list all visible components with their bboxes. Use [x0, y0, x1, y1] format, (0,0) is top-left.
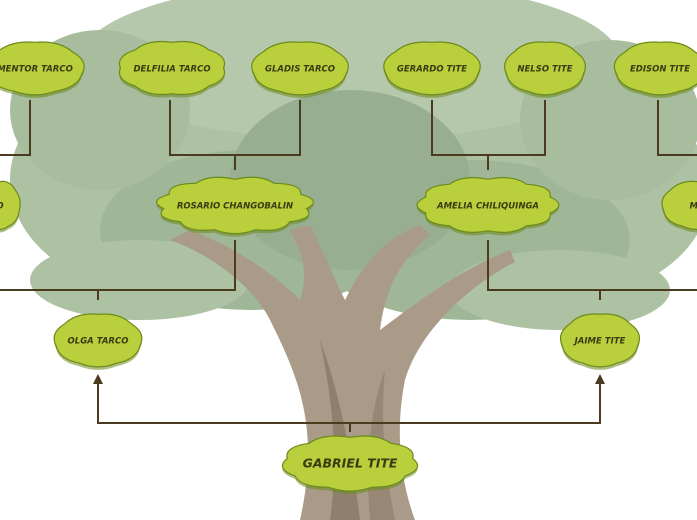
cloud-shape: [416, 177, 560, 233]
grandparent-node-6-label: EDISON TITE: [630, 65, 690, 75]
cloud-shape: [251, 41, 349, 96]
cloud-shape: [613, 41, 697, 96]
cloud-shape: [156, 176, 314, 235]
cloud-shape: [383, 41, 481, 96]
parent-node-amelia-label: AMELIA CHILIQUINGA: [436, 202, 539, 212]
grandparent-node-4[interactable]: GERARDO TITE: [383, 41, 481, 98]
connector-jaime-parents: [487, 240, 697, 300]
root-node-gabriel[interactable]: GABRIEL TITE: [281, 435, 419, 495]
parent-node-left-partial[interactable]: O: [0, 180, 21, 233]
cloud-shape: [53, 313, 143, 368]
parent-node-left-partial-label: O: [0, 202, 4, 212]
arrowhead-jaime: [595, 374, 605, 384]
cloud-shape: [504, 41, 586, 96]
cloud-shape: [0, 180, 21, 231]
parent-node-right-partial-label: MA: [689, 202, 697, 212]
root-node-gabriel-label: GABRIEL TITE: [303, 456, 398, 471]
connector-lines: [0, 100, 697, 432]
parent-node-rosario[interactable]: ROSARIO CHANGOBALIN: [156, 176, 314, 237]
grandparent-node-3[interactable]: GLADIS TARCO: [251, 41, 349, 98]
grandparent-node-1-label: MENTOR TARCO: [0, 65, 73, 75]
cloud-shape: [118, 40, 226, 96]
child-node-olga[interactable]: OLGA TARCO: [53, 313, 143, 370]
grandparent-node-5-label: NELSO TITE: [517, 65, 572, 75]
cloud-shape: [281, 435, 419, 492]
child-node-olga-label: OLGA TARCO: [68, 337, 129, 347]
grandparent-node-5[interactable]: NELSO TITE: [504, 41, 586, 98]
connector-arrowheads: [93, 374, 605, 384]
tree-canopy: [10, 0, 697, 330]
parent-node-amelia[interactable]: AMELIA CHILIQUINGA: [416, 177, 560, 236]
child-node-jaime[interactable]: JAIME TITE: [559, 313, 641, 370]
grandparent-node-2-label: DELFILIA TARCO: [133, 65, 210, 75]
connector-olga-parents: [0, 240, 236, 300]
cloud-shape: [661, 180, 697, 231]
connector-mentor-down: [0, 100, 31, 156]
grandparent-node-4-label: GERARDO TITE: [397, 65, 467, 75]
child-node-jaime-label: JAIME TITE: [573, 337, 626, 347]
cloud-shape: [559, 313, 641, 368]
connector-root-children: [97, 383, 601, 432]
grandparent-node-6[interactable]: EDISON TITE: [613, 41, 697, 98]
parent-node-rosario-label: ROSARIO CHANGOBALIN: [177, 202, 293, 212]
connector-edison-down: [657, 100, 697, 156]
tree-nodes: MENTOR TARCO DELFILIA TARCO GLADIS TARCO GE…: [0, 40, 697, 495]
connector-rosario-parents: [169, 100, 301, 170]
parent-node-right-partial[interactable]: MA: [661, 180, 697, 233]
grandparent-node-2[interactable]: DELFILIA TARCO: [118, 40, 226, 98]
cloud-shape: [0, 41, 85, 96]
grandparent-node-3-label: GLADIS TARCO: [265, 65, 335, 75]
arrowhead-olga: [93, 374, 103, 384]
grandparent-node-1[interactable]: MENTOR TARCO: [0, 41, 85, 98]
connector-amelia-parents: [431, 100, 546, 170]
